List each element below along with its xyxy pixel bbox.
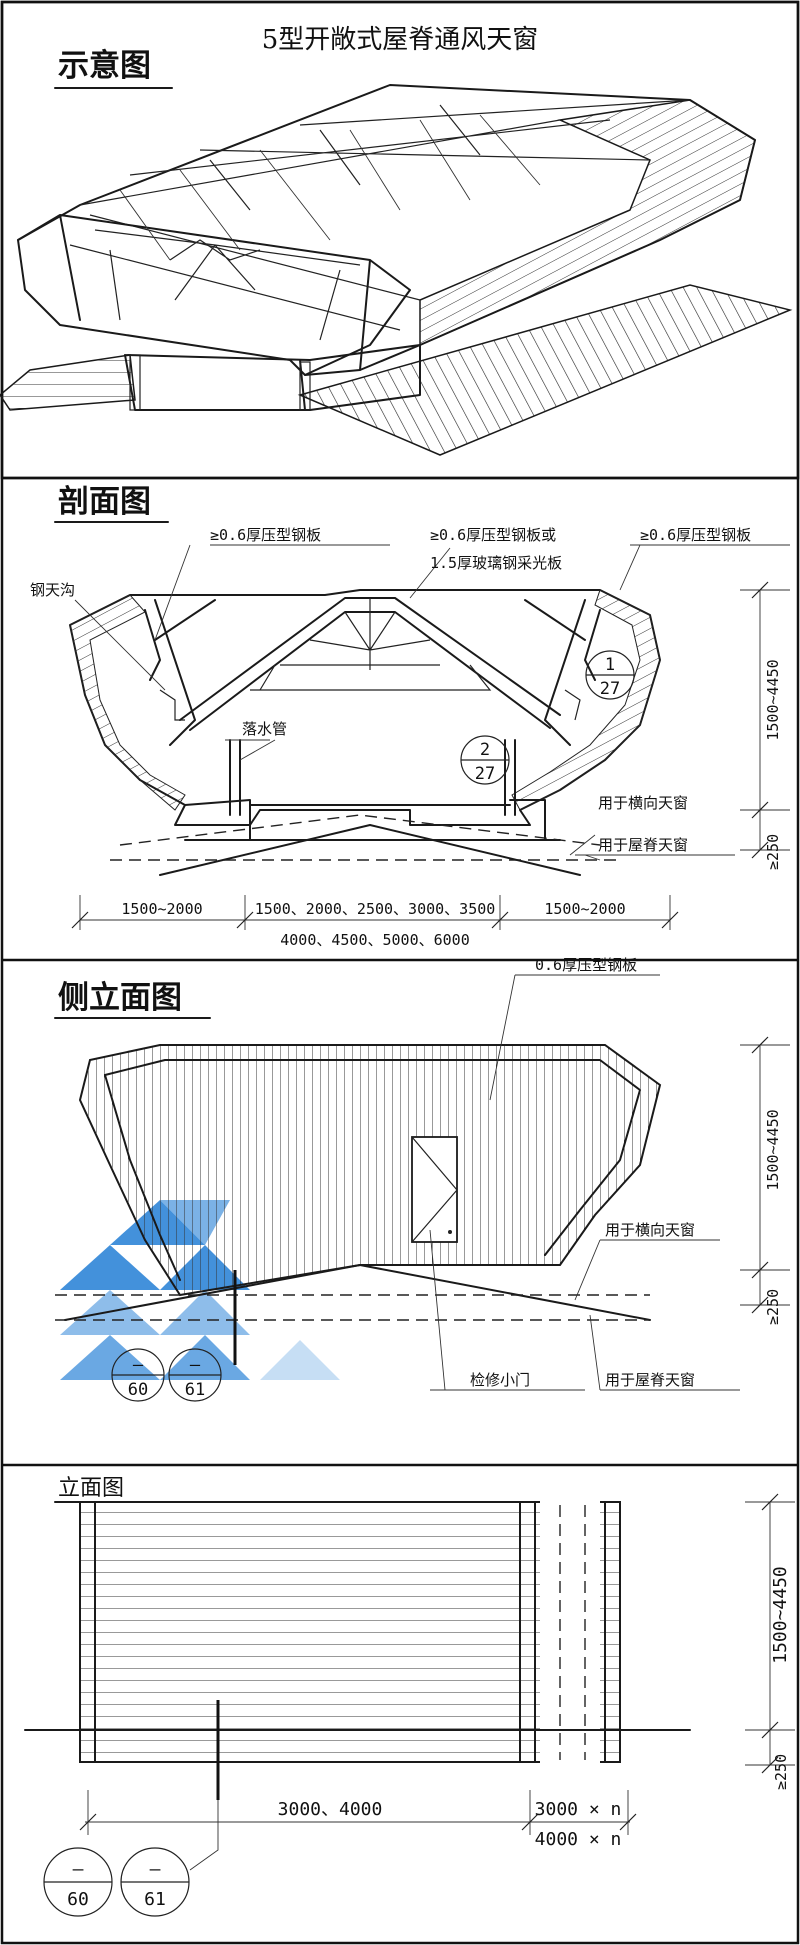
section-dim-horizontal: 1500~2000 1500、2000、2500、3000、3500 1500~… bbox=[71, 895, 679, 949]
section-downpipe-left bbox=[229, 739, 241, 816]
elev-ref-60: – 60 bbox=[43, 1847, 113, 1917]
label-steel: 0.6厚压型钢板 bbox=[535, 956, 637, 974]
side-elevation-roof bbox=[64, 1264, 651, 1321]
label-steel-right: ≥0.6厚压型钢板 bbox=[640, 526, 751, 544]
section-roof-line bbox=[159, 824, 581, 876]
label-downpipe: 落水管 bbox=[242, 720, 287, 738]
side-ref-61: – 61 bbox=[168, 1348, 222, 1402]
elev-ref-leader bbox=[189, 1800, 219, 1871]
section-dim-vertical: 1500~4450 ≥250 bbox=[740, 581, 790, 870]
ref-60-number: – bbox=[73, 1859, 84, 1880]
ref-1-number: 1 bbox=[605, 655, 615, 675]
elevation-dim-vertical: 1500~4450 ≥250 bbox=[745, 1493, 795, 1790]
section-downpipe-right bbox=[504, 739, 516, 816]
dim-height: 1500~4450 bbox=[764, 659, 782, 740]
access-door bbox=[411, 1136, 458, 1243]
side-elevation-dashed bbox=[55, 1294, 650, 1321]
skylight-frames bbox=[119, 114, 541, 261]
detail-ref-1: 1 27 bbox=[585, 650, 635, 700]
section-gutter-right bbox=[564, 689, 581, 721]
elevation-panel: 立面图 – 60 – 61 3000、4000 3000 bbox=[24, 1476, 795, 1917]
dim-base: ≥250 bbox=[772, 1754, 790, 1790]
elevation-dim-horizontal: 3000、4000 3000 × n 4000 × n bbox=[79, 1790, 637, 1850]
dim-right: 1500~2000 bbox=[544, 900, 625, 918]
schematic-heading: 示意图 bbox=[58, 48, 151, 84]
elevation-heading: 立面图 bbox=[58, 1476, 124, 1501]
lantern-truss bbox=[94, 229, 361, 341]
label-gutter: 钢天沟 bbox=[30, 581, 75, 599]
dim-repeat-2: 4000 × n bbox=[535, 1829, 622, 1850]
ref-60-sheet: 60 bbox=[128, 1380, 148, 1400]
ref-2-number: 2 bbox=[480, 740, 490, 760]
elevation-break-edges bbox=[534, 1501, 606, 1763]
section-louvre-right bbox=[524, 599, 586, 641]
dim-middle: 1500、2000、2500、3000、3500 bbox=[255, 900, 496, 918]
label-ridge: 用于屋脊天窗 bbox=[598, 836, 688, 854]
ref-60-number: – bbox=[133, 1355, 144, 1375]
label-door: 检修小门 bbox=[470, 1371, 530, 1389]
lantern-end-frame bbox=[17, 214, 411, 376]
section-cladding-right bbox=[511, 589, 661, 811]
lantern-end-cladding bbox=[419, 99, 756, 347]
label-transverse: 用于横向天窗 bbox=[598, 794, 688, 812]
label-ridge: 用于屋脊天窗 bbox=[605, 1371, 695, 1389]
elevation-break bbox=[540, 1500, 600, 1765]
column-right bbox=[299, 361, 311, 411]
side-elevation-heading: 侧立面图 bbox=[58, 980, 182, 1016]
side-dim-vertical: 1500~4450 ≥250 bbox=[740, 1036, 790, 1325]
ref-2-sheet: 27 bbox=[475, 764, 495, 784]
ref-61-number: – bbox=[190, 1355, 201, 1375]
dim-base: ≥250 bbox=[764, 1289, 782, 1325]
dim-height: 1500~4450 bbox=[764, 1109, 782, 1190]
section-roof-dashed bbox=[110, 814, 620, 861]
dim-bay: 3000、4000 bbox=[278, 1799, 383, 1820]
elevation-cladding bbox=[79, 1501, 621, 1763]
ref-61-sheet: 61 bbox=[144, 1889, 166, 1910]
dim-base: ≥250 bbox=[764, 834, 782, 870]
door-knob bbox=[448, 1230, 452, 1234]
side-ref-60: – 60 bbox=[111, 1348, 165, 1402]
roof-plate-lines bbox=[69, 99, 691, 331]
label-steel-center-2: 1.5厚玻璃钢采光板 bbox=[430, 554, 562, 572]
label-steel-center-1: ≥0.6厚压型钢板或 bbox=[430, 526, 556, 544]
side-elevation-inner-outline bbox=[104, 1059, 641, 1281]
detail-ref-2: 2 27 bbox=[460, 735, 510, 785]
base-roof-right bbox=[297, 284, 793, 456]
section-heading: 剖面图 bbox=[58, 484, 151, 520]
truss-web bbox=[250, 598, 492, 691]
ref-60-sheet: 60 bbox=[67, 1889, 89, 1910]
ref-61-number: – bbox=[150, 1859, 161, 1880]
elev-ref-61: – 61 bbox=[120, 1847, 190, 1917]
schematic-panel: 示意图 bbox=[0, 48, 793, 456]
dim-repeat-1: 3000 × n bbox=[535, 1799, 622, 1820]
dim-height: 1500~4450 bbox=[770, 1566, 791, 1664]
dim-left: 1500~2000 bbox=[121, 900, 202, 918]
elevation-break-dashes bbox=[559, 1505, 586, 1760]
ref-1-sheet: 27 bbox=[600, 679, 620, 699]
base-roof-left bbox=[0, 354, 136, 411]
section-leaders bbox=[74, 544, 790, 861]
section-curb bbox=[184, 799, 561, 841]
section-louvre-left bbox=[154, 599, 216, 641]
label-steel-left: ≥0.6厚压型钢板 bbox=[210, 526, 321, 544]
column-left bbox=[129, 354, 141, 411]
drawing-title: 5型开敞式屋脊通风天窗 bbox=[262, 25, 539, 55]
section-gutter-left bbox=[159, 689, 185, 721]
side-elevation-panel: 侧立面图 0.6厚压型钢板 用于横向天窗 检修小门 用于屋脊天窗 bbox=[54, 956, 790, 1402]
ref-61-sheet: 61 bbox=[185, 1380, 205, 1400]
section-panel: 剖面图 ≥0.6厚压型钢板 ≥0.6厚压型钢板或 1.5厚玻璃钢采光板 ≥0.6… bbox=[30, 484, 790, 949]
door-swing bbox=[411, 1136, 458, 1243]
section-inner-walls bbox=[144, 599, 601, 746]
side-elevation-cladding bbox=[78, 1044, 662, 1297]
dim-total: 4000、4500、5000、6000 bbox=[280, 931, 470, 949]
label-transverse: 用于横向天窗 bbox=[605, 1221, 695, 1239]
side-elevation-leaders bbox=[429, 974, 740, 1391]
